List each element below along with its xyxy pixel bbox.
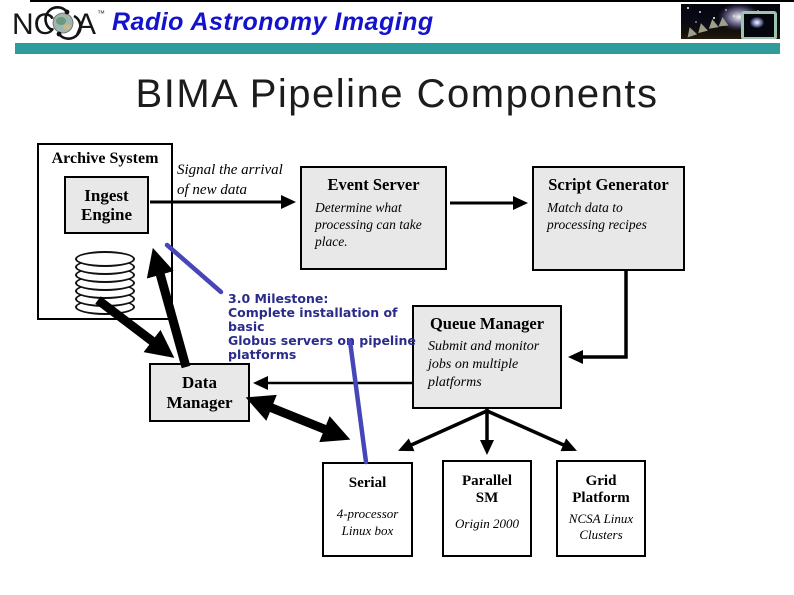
serial-description: 4-processor Linux box: [336, 505, 399, 538]
data-manager-title: Data Manager: [166, 373, 233, 412]
divider-bar: [15, 43, 780, 54]
star-field: [687, 7, 689, 9]
orbit-dot-2: [56, 31, 62, 37]
script-generator-description: Match data to processing recipes: [547, 200, 647, 233]
monitor-galaxy-icon: [750, 17, 764, 28]
header-title: Radio Astronomy Imaging: [112, 8, 434, 36]
orbit-arc-top: [44, 6, 69, 32]
milestone-pointer-line-archive: [164, 242, 224, 295]
trademark-symbol: ™: [97, 9, 105, 18]
signal-arrival-note: Signal the arrival of new data: [177, 162, 283, 198]
serial-title: Serial: [348, 475, 387, 491]
queue-manager-description: Submit and monitor jobs on multiple plat…: [428, 339, 540, 391]
ingest-engine-box: Ingest Engine: [64, 176, 149, 234]
script-generator-box: Script Generator Match data to processin…: [532, 166, 685, 271]
telescope-dish-icon: [696, 21, 708, 34]
orbit-dot-1: [64, 9, 70, 15]
arrow-script-generator-to-queue-manager: [568, 271, 628, 364]
arrow-queue-manager-to-serial: [398, 408, 490, 452]
globe-land-2: [63, 24, 71, 30]
data-manager-box: Data Manager: [149, 363, 250, 422]
slide-top-border: [30, 0, 794, 2]
parallel-sm-description: Origin 2000: [455, 515, 519, 531]
orbit-arc-bottom: [57, 14, 82, 40]
page-title: BIMA Pipeline Components: [135, 72, 659, 116]
ncsa-logo: NC A ™: [12, 6, 105, 41]
serial-platform-box: Serial 4-processor Linux box: [322, 462, 413, 557]
database-icon: [75, 251, 135, 317]
archive-system-title: Archive System: [51, 150, 159, 167]
queue-manager-box: Queue Manager Submit and monitor jobs on…: [412, 305, 562, 409]
ingest-engine-title: Ingest Engine: [80, 185, 133, 224]
arrow-queue-manager-to-grid-platform: [484, 408, 577, 452]
monitor-icon: [741, 11, 777, 39]
grid-platform-title: Grid Platform: [572, 473, 630, 506]
script-generator-title: Script Generator: [548, 175, 669, 194]
milestone-note: 3.0 Milestone: Complete installation of …: [228, 291, 416, 362]
grid-platform-description: NCSA Linux Clusters: [568, 510, 634, 543]
globe-land: [56, 17, 66, 25]
arrow-data-manager-serial-bidirectional: [245, 394, 351, 443]
parallel-sm-title: Parallel SM: [462, 473, 512, 506]
queue-manager-title: Queue Manager: [429, 314, 545, 333]
telescope-dish-icon: [717, 16, 729, 27]
event-server-box: Event Server Determine what processing c…: [300, 166, 447, 270]
parallel-sm-platform-box: Parallel SM Origin 2000: [442, 460, 532, 557]
grid-platform-box: Grid Platform NCSA Linux Clusters: [556, 460, 646, 557]
event-server-title: Event Server: [327, 175, 420, 194]
ncsa-logo-a: A: [76, 8, 96, 41]
event-server-description: Determine what processing can take place…: [315, 200, 422, 250]
hero-image: [681, 4, 780, 39]
telescope-dish-icon: [684, 25, 698, 38]
